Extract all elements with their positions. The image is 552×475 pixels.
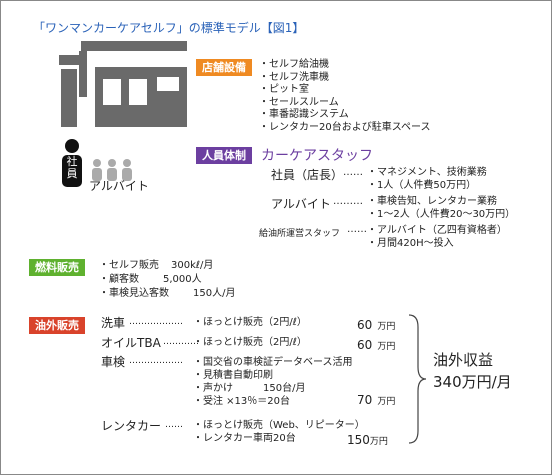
fuel-tag: 燃料販売 <box>29 259 85 276</box>
duty: ・月間420H～投入 <box>367 237 454 249</box>
service-name: オイルTBA <box>101 336 161 350</box>
duty: ・車検告知、レンタカー業務 <box>367 196 497 207</box>
service-details: ・ほっとけ販売（Web、リピーター） ・レンタカー車両20台 <box>193 419 365 445</box>
service-details: ・ほっとけ販売（2円/ℓ） <box>193 317 307 330</box>
page-title: 「ワンマンカーケアセルフ」の標準モデル【図1】 <box>33 21 305 35</box>
shop-item: ・ピット室 <box>259 84 309 95</box>
duty: ・アルバイト（乙四有資格者） <box>367 225 507 236</box>
service-detail: ・声かけ 150台/月 <box>193 383 306 394</box>
service-amount: 60 万円 <box>357 318 396 332</box>
shop-tag: 店舗設備 <box>196 59 252 76</box>
gas-station-icon <box>59 41 187 127</box>
parttime-label: アルバイト <box>89 179 149 193</box>
service-detail: ・受注 ×13％＝20台 <box>193 396 291 407</box>
employee-icon-label: 社員 <box>66 155 78 180</box>
duty: ・マネジメント、技術業務 <box>367 167 487 178</box>
role-duties: ・アルバイト（乙四有資格者） ・月間420H～投入 <box>367 225 507 250</box>
role-label: 社員（店長） <box>271 168 344 182</box>
staff-heading: カーケアスタッフ <box>261 148 373 164</box>
role-dots: …… <box>343 167 363 178</box>
parttime-icons <box>92 159 132 181</box>
total-label: 油外収益 <box>433 351 494 369</box>
service-details: ・国交省の車検証データベース活用 ・見積書自動印刷 ・声かけ 150台/月 ・受… <box>193 356 353 408</box>
service-dots: …… <box>165 420 183 430</box>
service-detail: ・ほっとけ販売（Web、リピーター） <box>193 420 365 431</box>
role-duties: ・車検告知、レンタカー業務 ・1～2人（人件費20～30万円） <box>367 196 515 221</box>
service-details: ・ほっとけ販売（2円/ℓ） <box>193 337 307 350</box>
service-dots: ……………… <box>129 356 183 366</box>
role-duties: ・マネジメント、技術業務 ・1人（人件費50万円） <box>367 167 487 192</box>
service-dots: ………… <box>163 337 199 347</box>
shop-item: ・車番認識システム <box>259 109 349 120</box>
duty: ・1人（人件費50万円） <box>367 179 477 191</box>
shop-items: ・セルフ給油機 ・セルフ洗車機 ・ピット室 ・セールスルーム ・車番認識システム… <box>259 59 431 134</box>
brace-icon <box>408 314 427 444</box>
service-detail: ・国交省の車検証データベース活用 <box>193 357 353 368</box>
role-label: アルバイト <box>271 197 331 211</box>
service-name: 車検 <box>101 355 126 369</box>
duty: ・1～2人（人件費20～30万円） <box>367 208 516 220</box>
service-detail: ・ほっとけ販売（2円/ℓ） <box>193 317 307 328</box>
service-detail: ・見積書自動印刷 <box>193 370 273 381</box>
shop-item: ・セルフ給油機 <box>259 59 329 70</box>
total-value: 340万円/月 <box>433 373 512 391</box>
role-label: 給油所運営スタッフ <box>259 229 341 239</box>
staff-tag: 人員体制 <box>196 147 252 164</box>
role-dots: …… <box>347 224 367 235</box>
service-dots: ……………… <box>129 317 183 327</box>
service-detail: ・レンタカー車両20台 <box>193 433 296 444</box>
service-amount: 60 万円 <box>357 338 396 352</box>
service-amount: 70 万円 <box>357 393 396 407</box>
employee-icon <box>62 139 82 187</box>
service-name: レンタカー <box>101 419 162 433</box>
service-name: 洗車 <box>101 316 126 330</box>
shop-item: ・セルフ洗車機 <box>259 71 329 83</box>
service-amount: 150万円 <box>347 433 388 447</box>
role-dots: ……… <box>333 196 363 207</box>
nonfuel-tag: 油外販売 <box>29 317 85 334</box>
service-detail: ・ほっとけ販売（2円/ℓ） <box>193 337 307 348</box>
shop-item: ・セールスルーム <box>259 96 339 108</box>
shop-item: ・レンタカー20台および駐車スペース <box>259 121 431 133</box>
